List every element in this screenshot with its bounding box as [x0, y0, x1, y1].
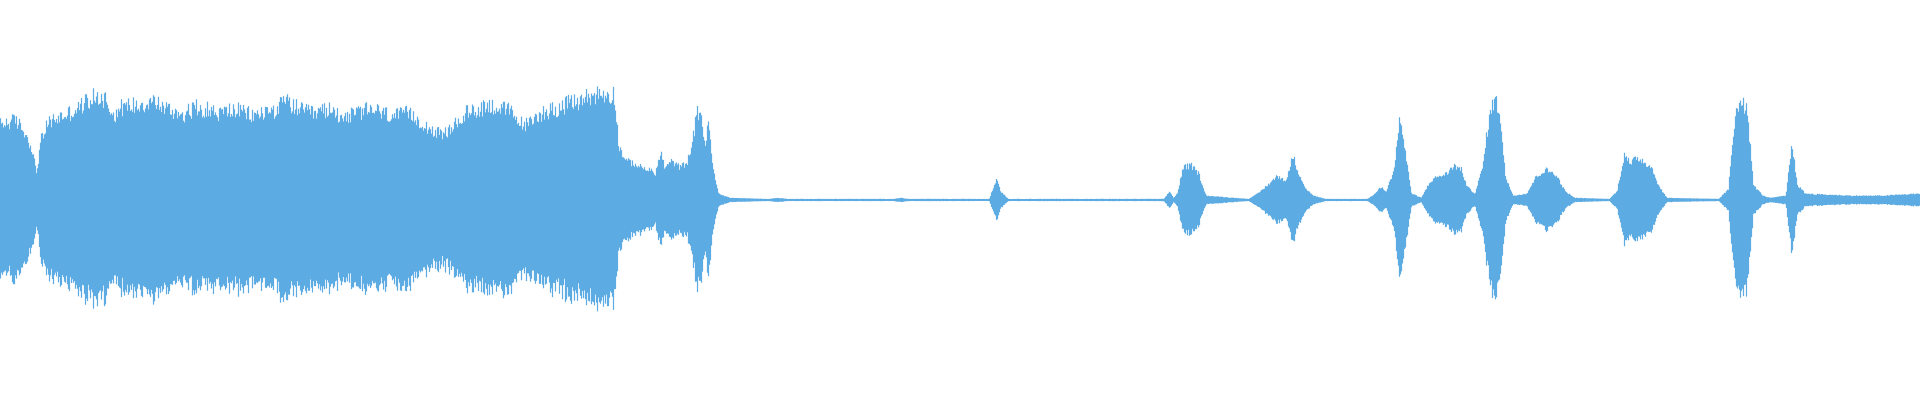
waveform-columns — [0, 86, 1920, 312]
waveform-path — [0, 86, 1920, 312]
